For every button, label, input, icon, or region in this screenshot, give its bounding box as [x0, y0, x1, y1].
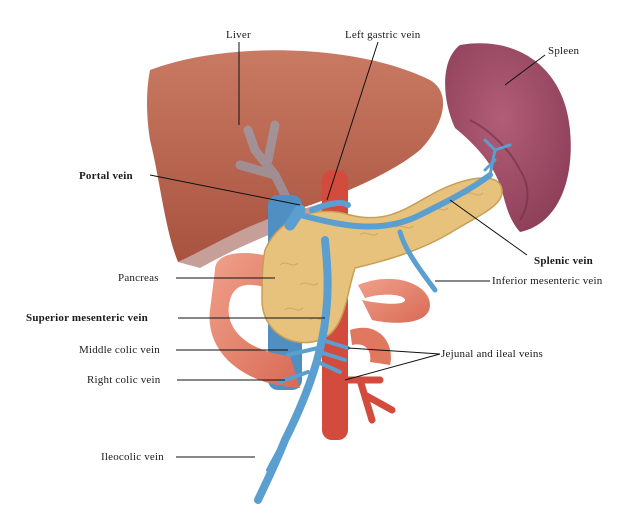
label-right-colic-vein: Right colic vein: [87, 374, 161, 386]
liver-shape: [147, 50, 444, 262]
label-jejunal-and-ileal-veins: Jejunal and ileal veins: [441, 348, 544, 360]
label-splenic-vein: Splenic vein: [534, 255, 593, 267]
label-liver: Liver: [226, 29, 251, 41]
label-portal-vein: Portal vein: [79, 170, 133, 182]
jejunum-loop-2: [350, 327, 391, 365]
aortic-branches: [326, 376, 396, 434]
label-pancreas: Pancreas: [118, 272, 159, 284]
label-middle-colic-vein: Middle colic vein: [79, 344, 160, 356]
jejunum-loop: [358, 278, 430, 323]
label-superior-mesenteric-vein: Superior mesenteric vein: [26, 312, 148, 324]
duodenum: [209, 253, 300, 388]
label-inferior-mesenteric-vein: Inferior mesenteric vein: [492, 275, 603, 287]
spleen-shape: [445, 43, 571, 233]
spleen-hilum: [469, 119, 529, 221]
leader-lines: [149, 41, 546, 458]
pancreas-lobules: [279, 192, 484, 321]
portal-venous-system: [254, 138, 512, 504]
label-ileocolic-vein: Ileocolic vein: [101, 451, 164, 463]
label-spleen: Spleen: [548, 45, 580, 57]
label-left-gastric-vein: Left gastric vein: [345, 29, 421, 41]
